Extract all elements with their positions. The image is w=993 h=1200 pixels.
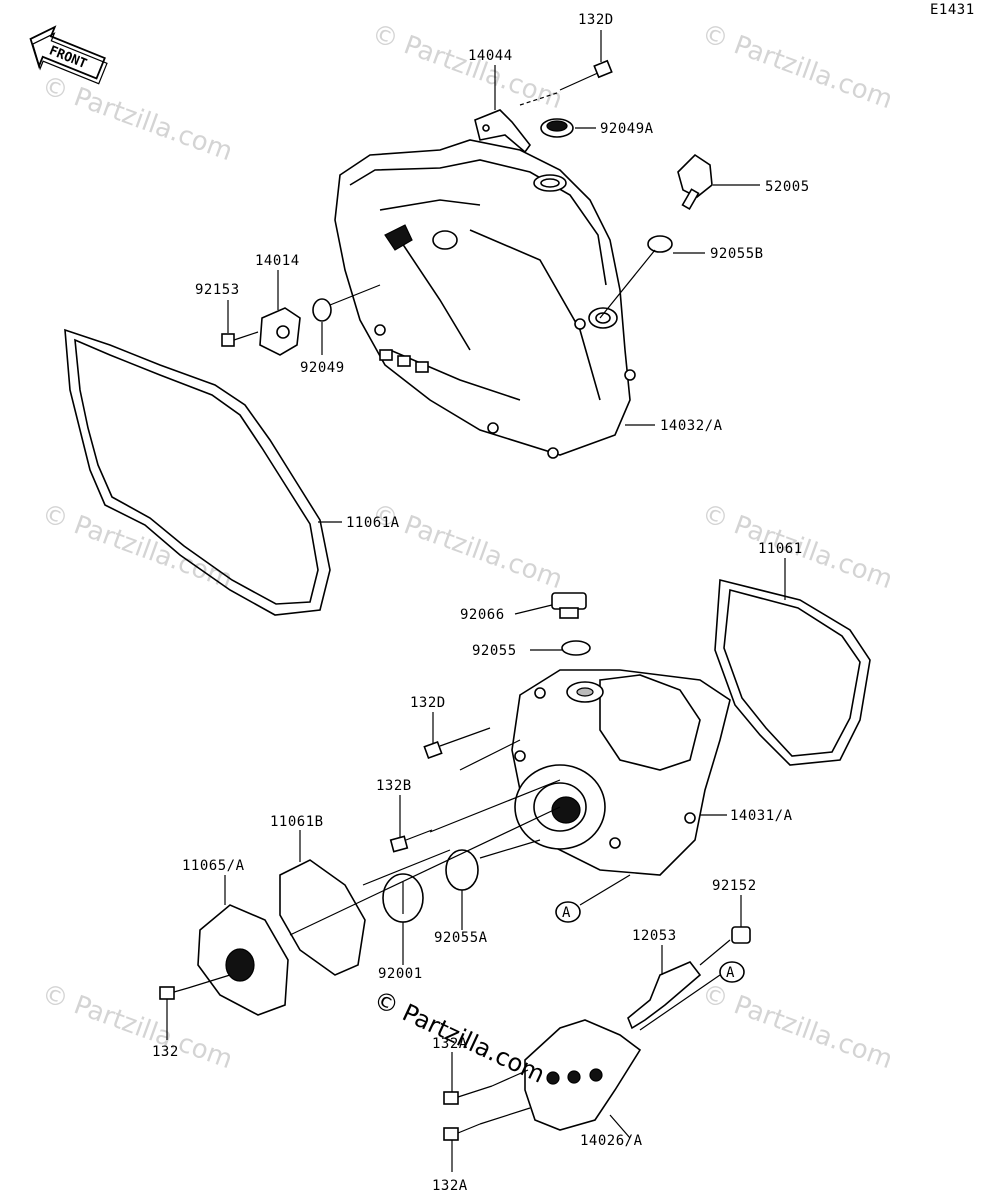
bolt-92153 (221, 331, 259, 347)
seal-92049a (540, 118, 574, 138)
label-132d-top: 132D (578, 12, 614, 28)
label-132a-bottom: 132A (432, 1178, 468, 1194)
gasket-11061b (279, 859, 366, 976)
label-14031a: 14031/A (730, 808, 793, 824)
collar-92152 (731, 926, 751, 944)
diagram-code: E1431 (930, 2, 975, 18)
label-14032a: 14032/A (660, 418, 723, 434)
part-labels: 132D 14044 92049A 52005 92055B 14014 921… (152, 12, 810, 1194)
leader-lines (166, 30, 786, 1172)
label-14014: 14014 (255, 253, 300, 269)
bolt-132d-mid (423, 727, 491, 760)
label-132: 132 (152, 1044, 179, 1060)
label-52005: 52005 (765, 179, 810, 195)
watermark-text: © Partzilla.com (38, 978, 237, 1075)
label-11061: 11061 (758, 541, 803, 557)
clutch-cover-14032a (334, 139, 636, 459)
label-92066: 92066 (460, 607, 505, 623)
bolt-132d-top (559, 59, 613, 91)
gasket-11061 (714, 578, 871, 766)
reference-a-text: A (726, 965, 735, 981)
label-11065a: 11065/A (182, 858, 245, 874)
label-11061a: 11061A (346, 515, 400, 531)
reference-callout-a: A (555, 901, 581, 923)
label-132d-mid: 132D (410, 695, 446, 711)
front-arrow-icon: FRONT (29, 25, 108, 85)
gasket-11061a (64, 328, 331, 616)
label-92153: 92153 (195, 282, 240, 298)
reference-a-text: A (562, 905, 571, 921)
watermark-text: © Partzilla.com (368, 18, 567, 115)
watermark-text: © Partzilla.com (38, 498, 237, 595)
watermark-text: © Partzilla.com (38, 70, 237, 167)
label-14044: 14044 (468, 48, 513, 64)
bolt-132b (389, 829, 433, 853)
plug-92066 (551, 592, 587, 619)
seal-92049 (312, 298, 332, 322)
watermark-text: © Partzilla.com (368, 498, 567, 595)
label-92055b: 92055B (710, 246, 764, 262)
reference-callout-a: A (719, 961, 745, 983)
label-92055a: 92055A (434, 930, 488, 946)
bolt-132a-upper (443, 1085, 493, 1105)
label-14026a: 14026/A (580, 1133, 643, 1149)
label-132b: 132B (376, 778, 412, 794)
label-92055: 92055 (472, 643, 517, 659)
cap-52005 (677, 153, 713, 211)
label-92001: 92001 (378, 966, 423, 982)
plate-14014 (259, 307, 301, 356)
label-92049: 92049 (300, 360, 345, 376)
label-92049a: 92049A (600, 121, 654, 137)
label-11061b: 11061B (270, 814, 324, 830)
cover-11065a (197, 904, 289, 1016)
cover-14026a (524, 1019, 642, 1131)
watermark-text: © Partzilla.com (698, 978, 897, 1075)
bolt-132 (159, 986, 189, 1000)
guide-12053 (627, 961, 702, 1030)
o-ring-92055 (561, 640, 591, 656)
label-12053: 12053 (632, 928, 677, 944)
o-ring-92055a (445, 849, 479, 891)
bracket-14044 (474, 109, 531, 154)
center-watermark-text: © Partzilla.com (369, 985, 549, 1089)
generator-cover-14031a (511, 669, 731, 876)
bolt-132a-lower (443, 1123, 481, 1141)
o-ring-92055b (647, 235, 673, 253)
label-132a-top: 132A (432, 1036, 468, 1052)
watermark-text: © Partzilla.com (698, 18, 897, 115)
label-92152: 92152 (712, 878, 757, 894)
